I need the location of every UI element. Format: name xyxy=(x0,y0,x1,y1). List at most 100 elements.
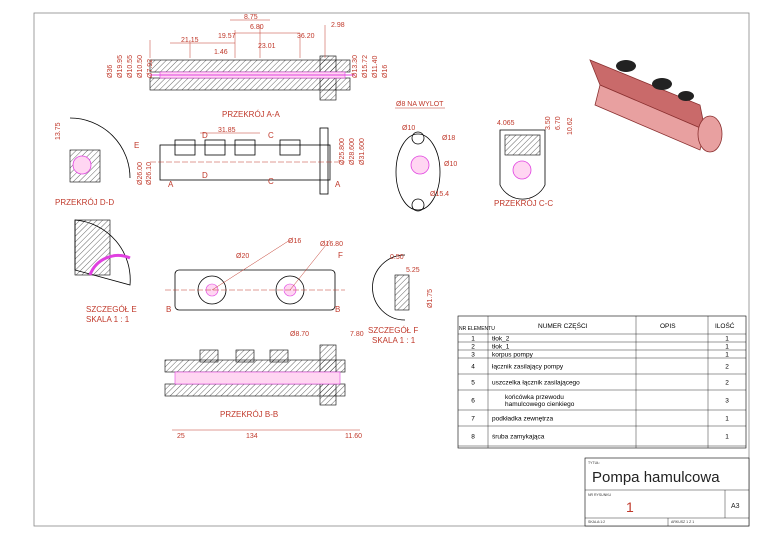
section-cc-label: PRZEKRÓJ C-C xyxy=(494,199,553,208)
bom-cell-nr: 2 xyxy=(471,343,475,350)
bom-cell-part: tłok_1 xyxy=(492,343,510,350)
front-dim-1: Ø25.800 xyxy=(339,138,346,165)
dd-dim: 13.75 xyxy=(55,122,62,140)
view-letter-c1: C xyxy=(268,131,274,140)
detail-f-view: 0.50 5.25 Ø1.75 SZCZEGÓŁ F SKALA 1 : 1 xyxy=(368,254,434,345)
view-letter-b2: B xyxy=(335,305,340,314)
sheet-label: NR RYSUNKU xyxy=(588,493,612,497)
sheet-border xyxy=(33,12,750,527)
bom-header-nr: NR ELEMENTU xyxy=(459,326,495,332)
view-letter-c2: C xyxy=(268,177,274,186)
aa-left-2: Ø10.55 xyxy=(127,55,134,78)
bb-dim-2: Ø16.80 xyxy=(320,241,343,248)
bom-cell-qty: 1 xyxy=(725,415,729,422)
cc-dim-3: 10.62 xyxy=(567,117,574,135)
section-cc-view: 4.065 3.50 6.70 10.62 PRZEKRÓJ C-C xyxy=(494,116,574,208)
aa-dim-0: 8.75 xyxy=(244,14,258,21)
aa-left-1: Ø19.95 xyxy=(117,55,124,78)
detail-f-dim-1: 5.25 xyxy=(406,267,420,274)
front-view: 31.85 Ø25.800 Ø28.600 Ø31.600 Ø26.00 Ø26… xyxy=(137,127,366,195)
bom-cell-qty: 1 xyxy=(725,433,729,440)
aa-right-1: Ø15.72 xyxy=(362,55,369,78)
outlet-callout: Ø8 NA WYLOT xyxy=(396,101,444,108)
sheet-format: A3 xyxy=(731,503,740,510)
bom-cell-nr: 8 xyxy=(471,433,475,440)
aa-dim-3: 21.15 xyxy=(181,37,199,44)
bom-header-part: NUMER CZĘŚCI xyxy=(538,321,588,330)
sheet-number: 1 xyxy=(626,499,634,515)
left-small-1: Ø26.10 xyxy=(146,162,153,185)
aa-dim-5: 36.20 xyxy=(297,33,315,40)
bb-bottom-2: 11.60 xyxy=(345,433,362,440)
detail-e-view: SZCZEGÓŁ E SKALA 1 : 1 xyxy=(74,219,137,324)
flange-dim-0: Ø10 xyxy=(402,125,415,132)
front-dim-3: Ø31.600 xyxy=(359,138,366,165)
section-dd-label: PRZEKRÓJ D-D xyxy=(55,198,114,207)
view-letter-b1: B xyxy=(166,305,171,314)
bom-table: NR ELEMENTU NUMER CZĘŚCI OPIS ILOŚĆ 1 tło… xyxy=(457,315,747,449)
bom-cell-part: korpus pompy xyxy=(492,351,534,358)
section-aa-label: PRZEKRÓJ A-A xyxy=(222,110,280,119)
bom-cell-qty: 3 xyxy=(725,397,729,404)
flange-dim-1: Ø18 xyxy=(442,135,455,142)
scale-label: SKALA:1:2 xyxy=(588,520,605,524)
view-letter-d2: D xyxy=(202,171,208,180)
title-block: TYTUŁ: Pompa hamulcowa NR RYSUNKU 1 A3 S… xyxy=(584,457,750,527)
bb-bottom-0: 25 xyxy=(177,433,185,440)
front-dim-2: Ø28.600 xyxy=(349,138,356,165)
detail-f-label-1: SZCZEGÓŁ F xyxy=(368,326,418,335)
bom-cell-nr: 7 xyxy=(471,415,475,422)
bom-cell-qty: 2 xyxy=(725,363,729,370)
bom-cell-nr: 3 xyxy=(471,351,475,358)
detail-e-label-2: SKALA 1 : 1 xyxy=(86,315,130,324)
title-label: TYTUŁ: xyxy=(588,461,600,465)
bom-cell-part: łącznik zasilający pompy xyxy=(492,363,564,370)
front-dim-0: 31.85 xyxy=(218,127,236,134)
detail-f-label-2: SKALA 1 : 1 xyxy=(372,336,416,345)
aa-dim-1: 2.98 xyxy=(331,22,345,29)
aa-left-0: Ø36 xyxy=(107,65,114,78)
bb-dim-1: Ø16 xyxy=(288,238,301,245)
bb-top-view: Ø20 Ø16 Ø16.80 Ø8.70 7.80 B B F xyxy=(165,238,364,338)
view-letter-a2: A xyxy=(335,180,341,189)
aa-dim-7: 23.01 xyxy=(258,43,276,50)
bb-bottom-1: 134 xyxy=(246,433,258,440)
view-letter-f: F xyxy=(338,251,343,260)
bom-header-desc: OPIS xyxy=(660,323,676,330)
aa-right-0: Ø13.30 xyxy=(352,55,359,78)
section-dd-view: 13.75 E PRZEKRÓJ D-D xyxy=(55,117,139,207)
bom-cell-nr: 1 xyxy=(471,335,475,342)
bom-cell-nr: 5 xyxy=(471,379,475,386)
bom-cell-part: uszczelka łącznik zasilającego xyxy=(492,379,580,386)
flange-dim-2: Ø10 xyxy=(444,161,457,168)
iso-render xyxy=(589,59,723,153)
flange-dim-3: Ø15.4 xyxy=(430,191,449,198)
bom-cell-qty: 1 xyxy=(725,351,729,358)
flange-view: Ø8 NA WYLOT Ø10 Ø18 Ø10 Ø15.4 xyxy=(395,101,457,212)
cc-dim-1: 3.50 xyxy=(545,116,552,130)
view-letter-d1: D xyxy=(202,131,208,140)
page-label: ARKUSZ 1 Z 1 xyxy=(671,520,694,524)
left-small-0: Ø26.00 xyxy=(137,162,144,185)
section-bb-label: PRZEKRÓJ B-B xyxy=(220,410,278,419)
detail-e-label-1: SZCZEGÓŁ E xyxy=(86,305,137,314)
cc-dim-2: 6.70 xyxy=(555,116,562,130)
bom-cell-nr: 4 xyxy=(471,363,475,370)
aa-right-3: Ø16 xyxy=(382,65,389,78)
bom-cell-part: tłok_2 xyxy=(492,335,510,342)
detail-f-dim-2: Ø1.75 xyxy=(427,289,434,308)
bom-header-qty: ILOŚĆ xyxy=(715,321,735,330)
bom-cell-part: podkładka zewnętrza xyxy=(492,415,553,422)
aa-dim-4: 19.57 xyxy=(218,33,236,40)
bom-cell-qty: 2 xyxy=(725,379,729,386)
view-letter-e: E xyxy=(134,141,139,150)
bb-dim-4: 7.80 xyxy=(350,331,364,338)
bom-cell-qty: 1 xyxy=(725,343,729,350)
aa-dim-2: 6.80 xyxy=(250,24,264,31)
bom-cell-nr: 6 xyxy=(471,397,475,404)
cc-dim-0: 4.065 xyxy=(497,120,515,127)
bb-dim-3: Ø8.70 xyxy=(290,331,309,338)
bb-dim-0: Ø20 xyxy=(236,253,249,260)
